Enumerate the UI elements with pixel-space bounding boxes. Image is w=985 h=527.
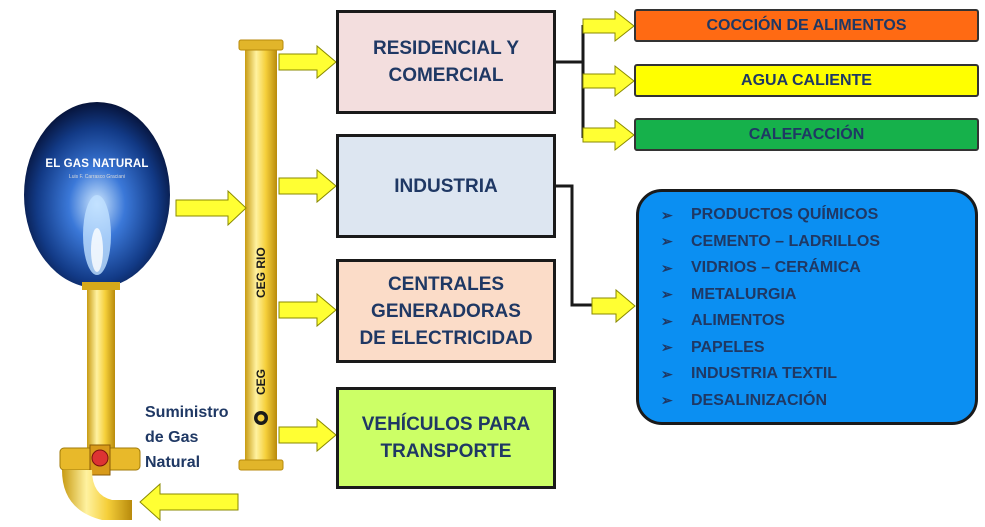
burner-subtitle: Luis F. Carrasco Graciani	[68, 174, 126, 180]
sector-residencial: RESIDENCIAL Y COMERCIAL	[336, 10, 556, 114]
list-item: ➢DESALINIZACIÓN	[661, 391, 827, 409]
bullet-icon: ➢	[661, 365, 673, 382]
valve-icon	[59, 444, 141, 520]
arrow-industry-list-icon	[591, 288, 636, 324]
sector-vehiculos: VEHÍCULOS PARA TRANSPORTE	[336, 387, 556, 489]
sector-industria: INDUSTRIA	[336, 134, 556, 238]
use-coccion: COCCIÓN DE ALIMENTOS	[634, 9, 979, 42]
main-pipe	[245, 44, 277, 464]
burner-flame-icon	[24, 102, 170, 288]
list-item: ➢PRODUCTOS QUÍMICOS	[661, 206, 879, 224]
industry-connector	[556, 184, 592, 307]
arrow-vehiculos-icon	[278, 417, 337, 453]
input-arrow-icon	[175, 189, 247, 227]
residential-connector	[556, 25, 585, 138]
arrow-agua-icon	[582, 64, 635, 98]
arrow-centrales-icon	[278, 292, 337, 328]
list-item: ➢PAPELES	[661, 338, 765, 356]
list-item: ➢VIDRIOS – CERÁMICA	[661, 259, 861, 277]
list-item: ➢ALIMENTOS	[661, 312, 785, 330]
use-calefaccion: CALEFACCIÓN	[634, 118, 979, 151]
use-agua-caliente: AGUA CALIENTE	[634, 64, 979, 97]
burner-title: EL GAS NATURAL	[45, 158, 149, 170]
bullet-icon: ➢	[661, 233, 673, 250]
list-item: ➢METALURGIA	[661, 285, 797, 303]
supply-arrow-icon	[139, 482, 239, 522]
bullet-icon: ➢	[661, 206, 673, 223]
bullet-icon: ➢	[661, 339, 673, 356]
industry-list: ➢PRODUCTOS QUÍMICOS ➢CEMENTO – LADRILLOS…	[636, 189, 978, 425]
list-item: ➢CEMENTO – LADRILLOS	[661, 232, 881, 250]
pipe-label-brand: CEG	[254, 369, 268, 396]
supply-label: Suministro de Gas Natural	[145, 404, 229, 471]
list-item: ➢INDUSTRIA TEXTIL	[661, 365, 838, 383]
bullet-icon: ➢	[661, 392, 673, 409]
bullet-icon: ➢	[661, 259, 673, 276]
arrow-coccion-icon	[582, 9, 635, 43]
supply-pipe	[87, 282, 115, 452]
bullet-icon: ➢	[661, 312, 673, 329]
bullet-icon: ➢	[661, 286, 673, 303]
arrow-residencial-icon	[278, 44, 337, 80]
sector-centrales: CENTRALES GENERADORAS DE ELECTRICIDAD	[336, 259, 556, 363]
pipe-label-main: CEG RIO	[254, 247, 268, 298]
arrow-industria-icon	[278, 168, 337, 204]
arrow-calefaccion-icon	[582, 118, 635, 152]
